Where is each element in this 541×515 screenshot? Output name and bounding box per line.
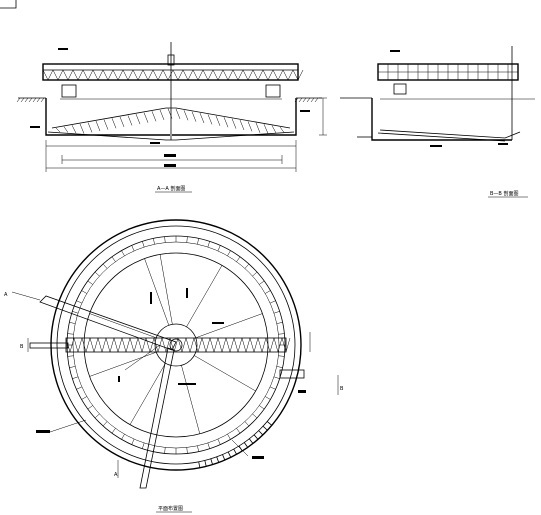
scum-skimmer-arm (39, 295, 177, 351)
sheet-border-corner (0, 0, 17, 9)
drive-unit (279, 369, 305, 379)
tank-inner-wall (56, 225, 296, 465)
tank-wall (371, 98, 512, 141)
tank-right-wall (172, 98, 297, 136)
rotating-bridge (65, 337, 287, 353)
effluent-trough-right (265, 84, 281, 98)
access-stair (198, 421, 273, 468)
ground-hatch (16, 97, 319, 103)
bridge-truss (42, 69, 304, 81)
effluent-trough (393, 83, 407, 95)
section-b-caption: B—B 剖面图 (490, 190, 518, 197)
inlet-pipe (139, 347, 175, 489)
section-a-caption: A—A 剖面图 (157, 185, 185, 192)
section-b-b-view (340, 46, 535, 147)
bridge-walkway-grid (377, 64, 519, 80)
tank-outer-wall (50, 219, 302, 471)
section-mark-a-left: A (4, 292, 8, 298)
center-well (154, 323, 198, 367)
tank-left-wall (45, 98, 170, 136)
scraper-truss (55, 108, 285, 134)
weir-notches (67, 236, 285, 454)
plan-caption: 平面布置图 (158, 505, 183, 512)
plan-view (11, 219, 339, 489)
section-mark-b-right: B (340, 386, 344, 392)
bridge-truss-plan (65, 337, 291, 353)
outlet-pipe (29, 342, 69, 349)
section-mark-b-left: B (20, 344, 24, 350)
section-mark-a-bottom: A (114, 472, 118, 478)
bridge-deck (42, 63, 299, 81)
effluent-trough-left (61, 84, 77, 98)
radial-reference-lines (89, 254, 263, 434)
center-pier (169, 338, 183, 352)
tank-floor-slope (379, 129, 521, 139)
scraper-arm (51, 107, 291, 129)
section-a-a-view (16, 42, 327, 172)
